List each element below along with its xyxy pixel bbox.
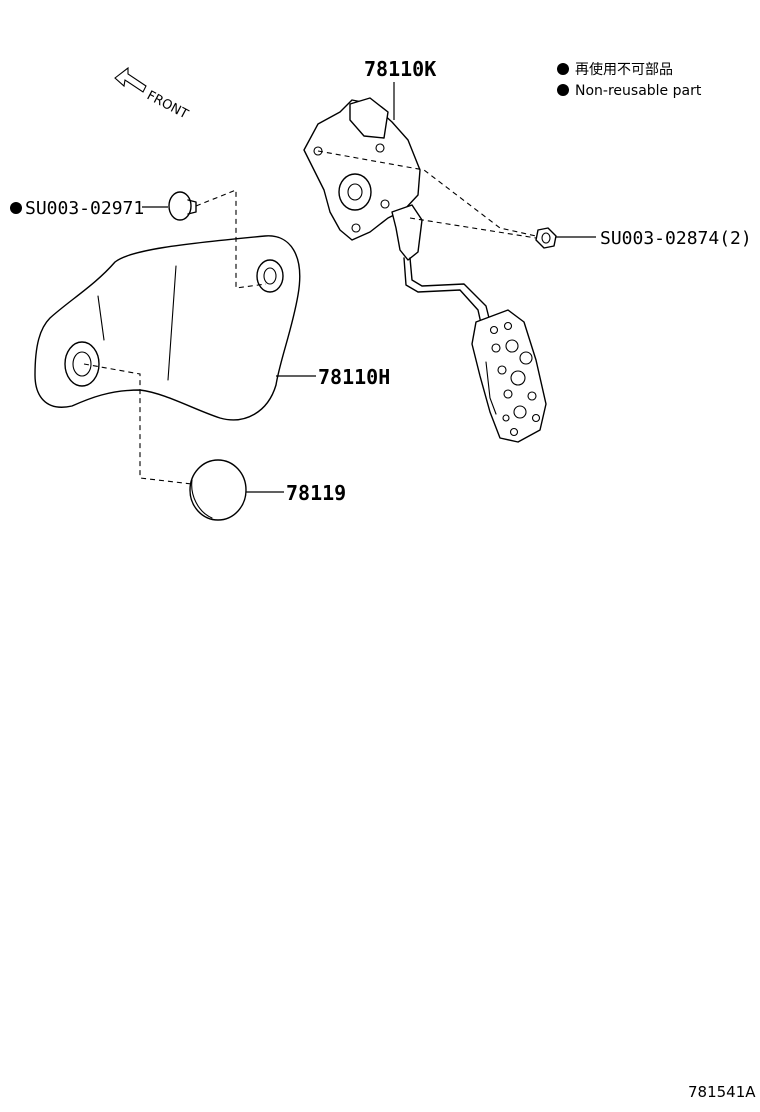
bracket-illustration [34, 235, 301, 421]
bracket-hole-upper-inner [263, 267, 277, 285]
pedal-lever-inner [409, 257, 491, 323]
pedal-mount-hole-3 [351, 223, 361, 233]
clip-head [168, 191, 192, 221]
pedal-pad-dot [497, 365, 507, 375]
pedal-lever-outer [403, 257, 483, 329]
legend-label-jp: 再使用不可部品 [575, 61, 673, 78]
legend-bullet-2 [557, 84, 569, 96]
stopper-rim [191, 479, 213, 519]
assembly-lines [83, 150, 537, 485]
clip-shank [187, 199, 197, 215]
bracket-rib-line [167, 265, 177, 381]
pedal-pad-dot [519, 351, 533, 365]
pedal-pad-dot [503, 321, 513, 331]
pedal-pad-dot [513, 405, 527, 419]
stopper-assembly-line [83, 363, 193, 485]
bracket-plate [34, 235, 301, 421]
pedal-pad-dot [503, 389, 513, 399]
illustration-code: 781541A [688, 1083, 756, 1101]
part-number-pedal-assy[interactable]: 78110K [364, 57, 436, 81]
nut-illustration [535, 227, 557, 249]
stopper-body [189, 459, 247, 521]
pedal-pivot [338, 173, 372, 211]
pedal-pad-dot [505, 339, 519, 353]
pedal-sensor-connector [349, 97, 389, 139]
pedal-pad-dot [489, 325, 499, 335]
nut-assembly-line-upper [317, 150, 537, 237]
legend: 再使用不可部品 Non-reusable part [557, 61, 702, 99]
clip-illustration [168, 191, 197, 221]
bracket-hole-lower-inner [72, 351, 92, 377]
leader-lines [142, 82, 596, 493]
pedal-pad-dot [527, 391, 537, 401]
stopper-illustration [189, 459, 247, 521]
front-direction-indicator: FRONT [114, 66, 190, 122]
pedal-mount-hole-4 [380, 199, 390, 209]
non-reusable-bullet [10, 202, 22, 214]
pedal-pad-dot [502, 414, 510, 422]
legend-bullet-1 [557, 63, 569, 75]
pedal-mount-hole-1 [313, 146, 323, 156]
bracket-edge-line [97, 295, 105, 341]
pedal-pad-dot [531, 413, 541, 423]
pedal-arm-base [391, 204, 423, 261]
part-number-clip[interactable]: SU003-02971 [25, 198, 144, 219]
nut-body [535, 227, 557, 249]
pedal-pad [471, 309, 547, 443]
nut-assembly-line-lower [409, 217, 537, 239]
pedal-mount-hole-2 [375, 143, 385, 153]
bracket-hole-lower [64, 341, 100, 387]
pedal-pad-dot [509, 427, 519, 437]
pedal-pad-dot [491, 343, 501, 353]
legend-label-en: Non-reusable part [575, 83, 702, 99]
front-label: FRONT [144, 88, 190, 122]
bracket-hole-upper [256, 259, 284, 293]
clip-assembly-line [195, 189, 267, 289]
nut-hole [541, 232, 551, 244]
part-number-nut[interactable]: SU003-02874(2) [600, 228, 752, 249]
pedal-pad-dot [510, 370, 526, 386]
part-number-bracket[interactable]: 78110H [318, 365, 390, 389]
front-arrow-icon [114, 66, 147, 93]
pedal-pivot-center [347, 183, 363, 201]
part-number-stopper[interactable]: 78119 [286, 481, 346, 505]
pedal-pad-side [485, 361, 497, 415]
pedal-assy-illustration [303, 97, 547, 443]
